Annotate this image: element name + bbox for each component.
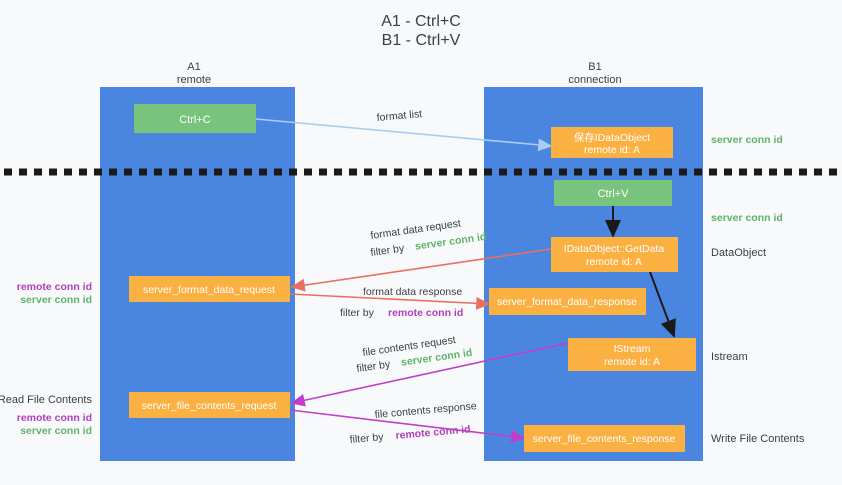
box-ctrl-c[interactable]: Ctrl+C	[134, 104, 256, 133]
edge-label-format-list: format list	[376, 108, 422, 124]
box-getdata[interactable]: IDataObject::GetData remote id: A	[551, 237, 678, 272]
box-server-format-data-response-label: server_format_data_response	[497, 296, 637, 308]
box-ctrl-c-label: Ctrl+C	[179, 114, 211, 126]
box-getdata-line-1: IDataObject::GetData	[564, 243, 665, 255]
title-line-2: B1 - Ctrl+V	[382, 32, 461, 49]
box-istream[interactable]: IStream remote id: A	[568, 338, 696, 371]
edge-filter-prefix-file-contents-request: filter by	[356, 358, 392, 375]
edge-filter-key-format-data-response: remote conn id	[388, 307, 463, 319]
column-header-a1-name: A1	[187, 61, 200, 73]
arrow-file-contents-response	[289, 409, 526, 443]
box-ctrl-v[interactable]: Ctrl+V	[554, 180, 672, 206]
left-label-format-remote-conn-id: remote conn id	[17, 281, 92, 293]
arrow-file-contents-request	[290, 342, 569, 407]
right-label-server-conn-id-1: server conn id	[711, 134, 783, 146]
left-label-format-server-conn-id: server conn id	[20, 294, 92, 306]
box-server-file-contents-response-label: server_file_contents_response	[532, 433, 675, 445]
edge-filter-prefix-file-contents-response: filter by	[349, 431, 385, 446]
arrow-format-data-response	[289, 293, 491, 310]
box-server-format-data-request[interactable]: server_format_data_request	[129, 276, 290, 302]
column-header-a1-subtitle: remote	[177, 74, 211, 86]
edge-filter-prefix-format-data-response: filter by	[340, 307, 375, 319]
box-server-format-data-request-label: server_format_data_request	[143, 284, 275, 296]
box-istream-line-1: IStream	[614, 343, 651, 355]
left-label-read-file-contents: Read File Contents	[0, 394, 92, 406]
left-label-file-server-conn-id: server conn id	[20, 425, 92, 437]
right-label-write-file-contents: Write File Contents	[711, 433, 805, 445]
edge-filter-prefix-format-data-request: filter by	[370, 242, 406, 259]
box-server-file-contents-response[interactable]: server_file_contents_response	[524, 425, 685, 452]
box-ctrl-v-label: Ctrl+V	[598, 188, 630, 200]
right-label-istream: Istream	[711, 351, 748, 363]
left-label-file-remote-conn-id: remote conn id	[17, 412, 92, 424]
column-header-b1-name: B1	[588, 61, 601, 73]
box-server-file-contents-request[interactable]: server_file_contents_request	[129, 392, 290, 418]
arrow-format-list	[255, 118, 553, 152]
right-label-server-conn-id-2: server conn id	[711, 212, 783, 224]
box-server-file-contents-request-label: server_file_contents_request	[142, 400, 277, 412]
box-save-idataobject-line-2: remote id: A	[584, 144, 640, 156]
arrow-format-data-request	[290, 248, 552, 292]
right-label-dataobject: DataObject	[711, 247, 766, 259]
box-server-format-data-response[interactable]: server_format_data_response	[489, 288, 646, 315]
title-line-1: A1 - Ctrl+C	[381, 13, 461, 30]
column-header-b1-subtitle: connection	[568, 74, 621, 86]
box-save-idataobject[interactable]: 保存IDataObject remote id: A	[551, 127, 673, 158]
edge-label-format-data-response: format data response	[363, 286, 462, 298]
arrow-getdata-to-istream	[649, 271, 676, 338]
box-save-idataobject-line-1: 保存IDataObject	[574, 131, 651, 144]
edge-filter-format-data-response: filter by remote conn id	[340, 307, 463, 319]
box-getdata-line-2: remote id: A	[586, 256, 642, 268]
box-istream-line-2: remote id: A	[604, 356, 660, 368]
